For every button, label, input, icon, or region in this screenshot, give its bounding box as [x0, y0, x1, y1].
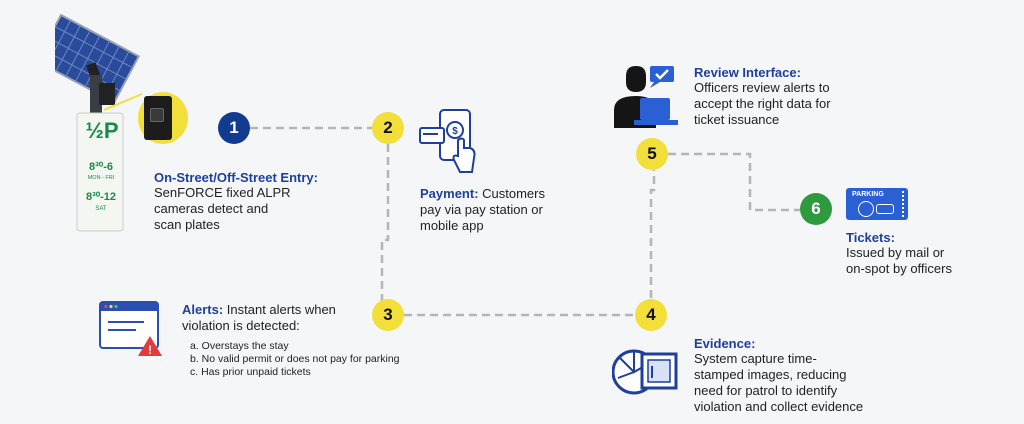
- car-icon: [876, 204, 894, 214]
- evidence-line-3: need for patrol to identify: [694, 383, 838, 398]
- step-6-badge: 6: [800, 193, 832, 225]
- alert-window-icon: !: [99, 301, 162, 357]
- step-2-badge: 2: [372, 112, 404, 144]
- svg-text:!: !: [148, 343, 152, 357]
- review-line-1: Officers review alerts to: [694, 80, 830, 95]
- evidence-title: Evidence:: [694, 336, 756, 351]
- alerts-item-b: b. No valid permit or does not pay for p…: [190, 353, 400, 365]
- payment-line-3: mobile app: [420, 218, 484, 233]
- sign-saturday-hours: 8³⁰-12: [85, 191, 117, 203]
- camera-lens-icon: [150, 108, 164, 122]
- tickets-line-2: on-spot by officers: [846, 261, 952, 276]
- step-5-badge: 5: [636, 138, 668, 170]
- alerts-title: Alerts:: [182, 302, 224, 317]
- alerts-description: Alerts: Instant alerts when violation is…: [182, 302, 400, 379]
- sign-saturday-days: SAT: [95, 206, 107, 212]
- payment-description: Payment: Customers pay via pay station o…: [420, 186, 545, 234]
- review-description: Review Interface: Officers review alerts…: [694, 65, 831, 128]
- entry-line-3: scan plates: [154, 217, 220, 232]
- step-1-badge: 1: [218, 112, 250, 144]
- sign-weekday-hours: 8³⁰-6: [89, 161, 113, 173]
- evidence-line-1: System capture time-: [694, 351, 817, 366]
- zoom-connector: [104, 93, 143, 111]
- entry-description: On-Street/Off-Street Entry: SenFORCE fix…: [154, 170, 318, 233]
- alpr-camera-sign-illustration: [55, 13, 141, 232]
- review-line-2: accept the right data for: [694, 96, 831, 111]
- evidence-line-2: stamped images, reducing: [694, 367, 847, 382]
- alerts-item-c: c. Has prior unpaid tickets: [190, 366, 311, 378]
- officer-laptop-icon: [614, 66, 678, 128]
- parking-ticket-icon: PARKING: [846, 188, 908, 220]
- entry-line-2: cameras detect and: [154, 201, 269, 216]
- evidence-description: Evidence: System capture time- stamped i…: [694, 336, 863, 415]
- ticket-perforation: [902, 191, 904, 217]
- step-3-badge: 3: [372, 299, 404, 331]
- step-4-badge: 4: [635, 299, 667, 331]
- alerts-item-a: a. Overstays the stay: [190, 340, 289, 352]
- payment-line-1: Customers: [478, 186, 545, 201]
- tickets-title: Tickets:: [846, 230, 895, 245]
- payment-title: Payment:: [420, 186, 479, 201]
- parking-p-circle-icon: [858, 201, 874, 217]
- parking-ticket-label: PARKING: [852, 191, 884, 198]
- review-line-3: ticket issuance: [694, 112, 780, 127]
- tickets-description: Tickets: Issued by mail or on-spot by of…: [846, 230, 952, 277]
- sign-weekday-days: MON - FRI: [87, 175, 115, 181]
- review-title: Review Interface:: [694, 65, 801, 80]
- evidence-line-4: violation and collect evidence: [694, 399, 864, 414]
- svg-text:$: $: [452, 126, 458, 137]
- tickets-line-1: Issued by mail or: [846, 245, 945, 260]
- alerts-line-2: violation is detected:: [182, 318, 300, 333]
- sign-half-hour: ½P: [85, 118, 119, 143]
- entry-line-1: SenFORCE fixed ALPR: [154, 185, 291, 200]
- mobile-payment-icon: $: [419, 109, 476, 173]
- alerts-line-1: Instant alerts when: [223, 302, 336, 317]
- camera-capture-icon: [612, 349, 678, 395]
- payment-line-2: pay via pay station or: [420, 202, 543, 217]
- entry-title: On-Street/Off-Street Entry:: [154, 170, 318, 185]
